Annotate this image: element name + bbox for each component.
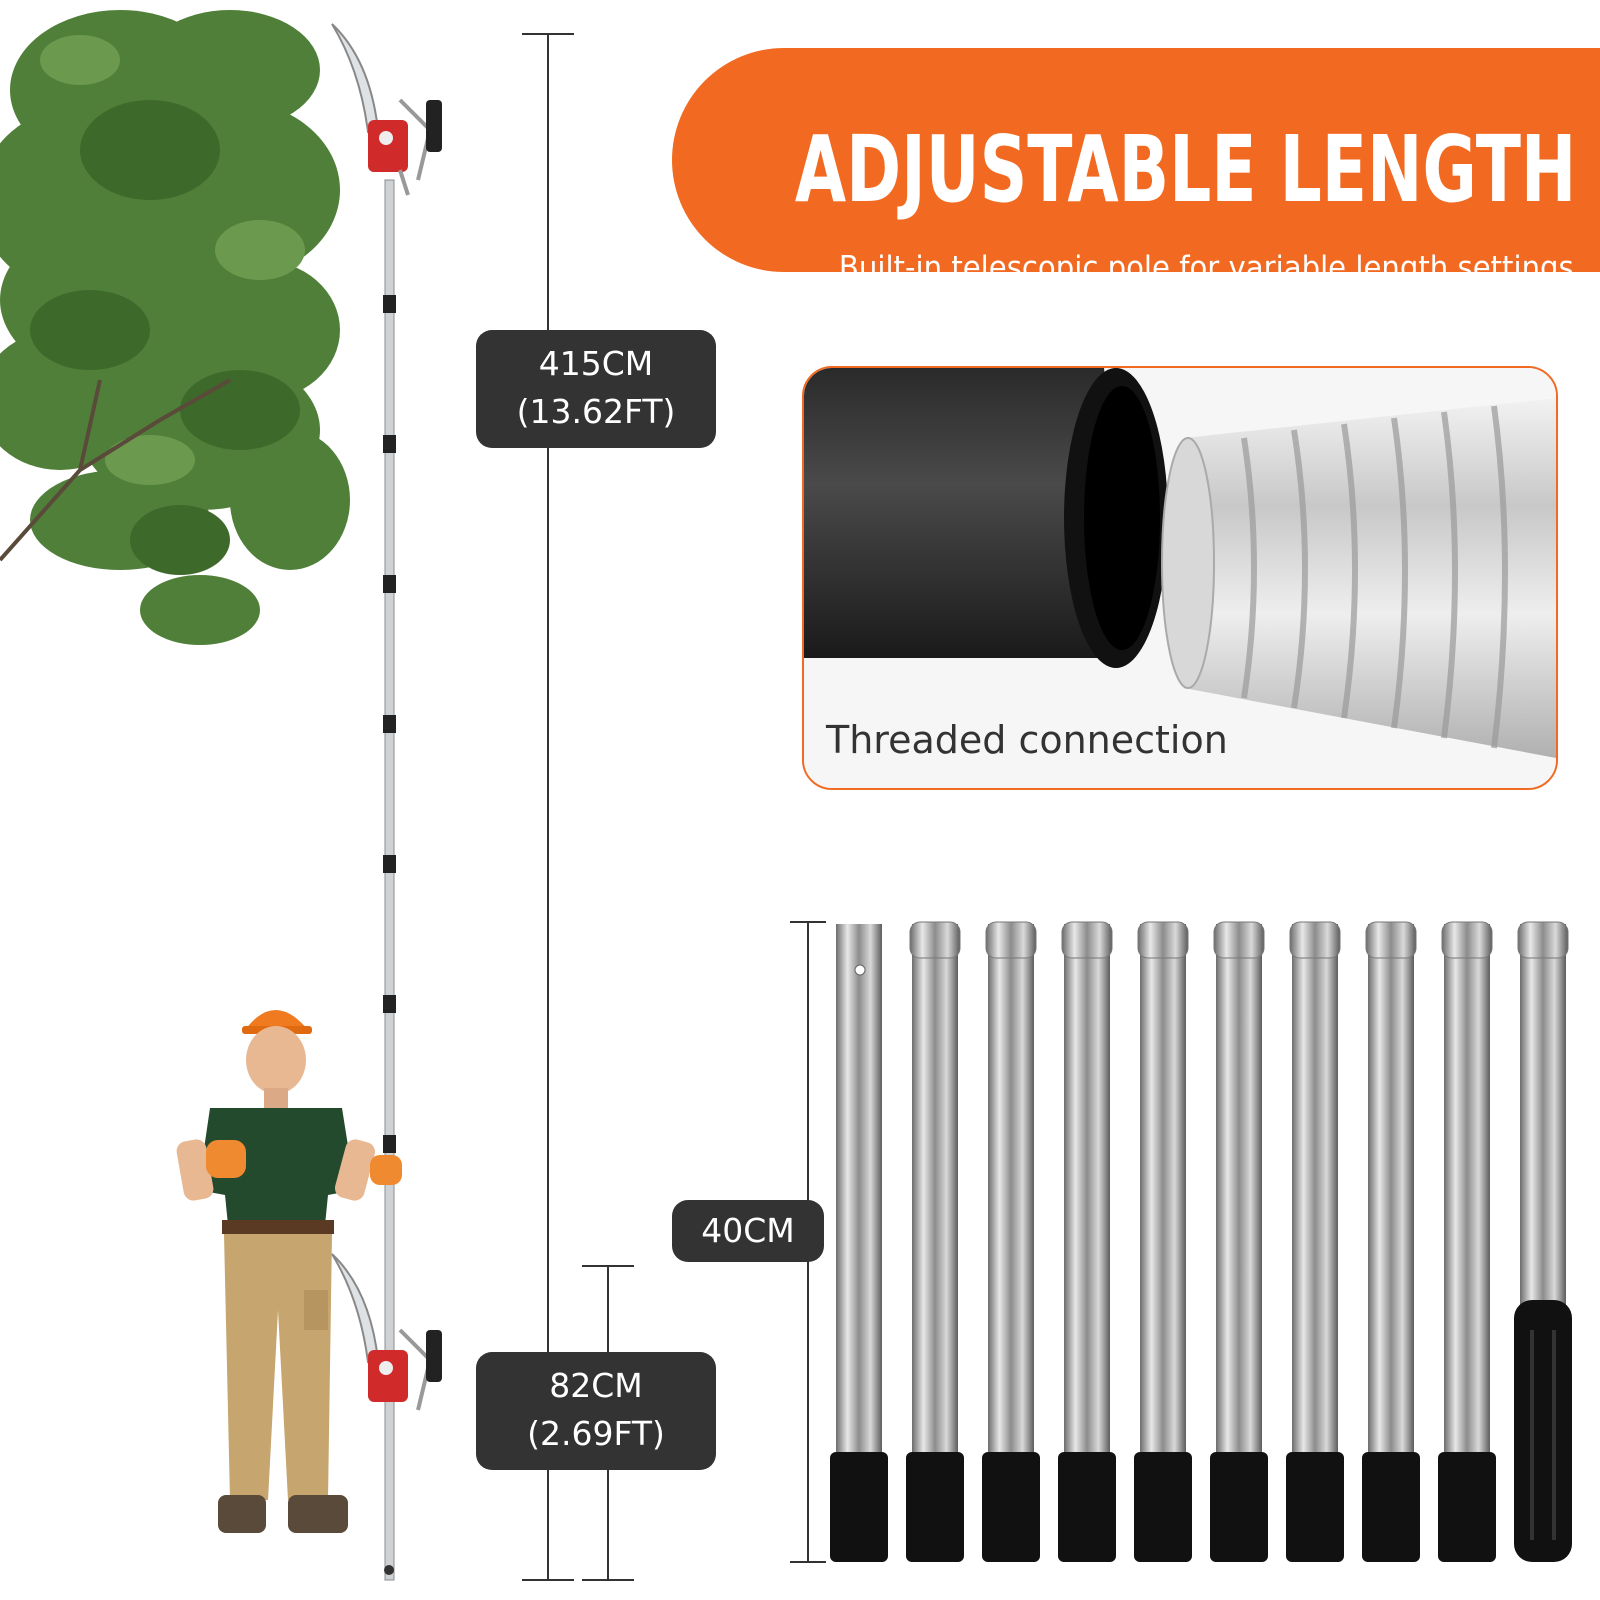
pole-section-9: [1438, 921, 1496, 1562]
inset-caption: Threaded connection: [826, 718, 1228, 762]
worker-image: [176, 1010, 402, 1533]
max-length-label: 415CM (13.62FT): [476, 330, 716, 448]
pole-section-3: [982, 921, 1040, 1562]
section-length-metric: 40CM: [701, 1211, 795, 1250]
section-length-label: 40CM: [672, 1200, 824, 1262]
pole-section-2: [906, 921, 964, 1562]
pole-sections: [790, 921, 1572, 1563]
pole-section-5: [1134, 921, 1192, 1562]
header-banner: ADJUSTABLE LENGTH Built-in telescopic po…: [672, 48, 1600, 286]
max-length-imperial: (13.62FT): [516, 392, 676, 431]
tree-image: [0, 10, 350, 645]
max-length-metric: 415CM: [538, 344, 654, 383]
pole-section-7: [1286, 921, 1344, 1562]
min-length-imperial: (2.69FT): [527, 1414, 665, 1453]
min-length-metric: 82CM: [549, 1366, 643, 1405]
pole-saw-head-top-image: [331, 23, 442, 196]
pole-section-10-handle: [1514, 921, 1572, 1562]
header-title: ADJUSTABLE LENGTH: [794, 116, 1576, 223]
threaded-tube-image: [804, 368, 1556, 788]
pole-section-8: [1362, 921, 1420, 1562]
header-subtitle: Built-in telescopic pole for variable le…: [839, 250, 1574, 286]
pole-section-6: [1210, 921, 1268, 1562]
pole-saw-head-bottom-image: [331, 1253, 442, 1411]
pole-section-1: [830, 924, 888, 1562]
threaded-connection-inset: Threaded connection: [802, 366, 1558, 790]
min-length-label: 82CM (2.69FT): [476, 1352, 716, 1470]
extended-pole-image: [383, 179, 396, 1581]
pole-section-4: [1058, 921, 1116, 1562]
